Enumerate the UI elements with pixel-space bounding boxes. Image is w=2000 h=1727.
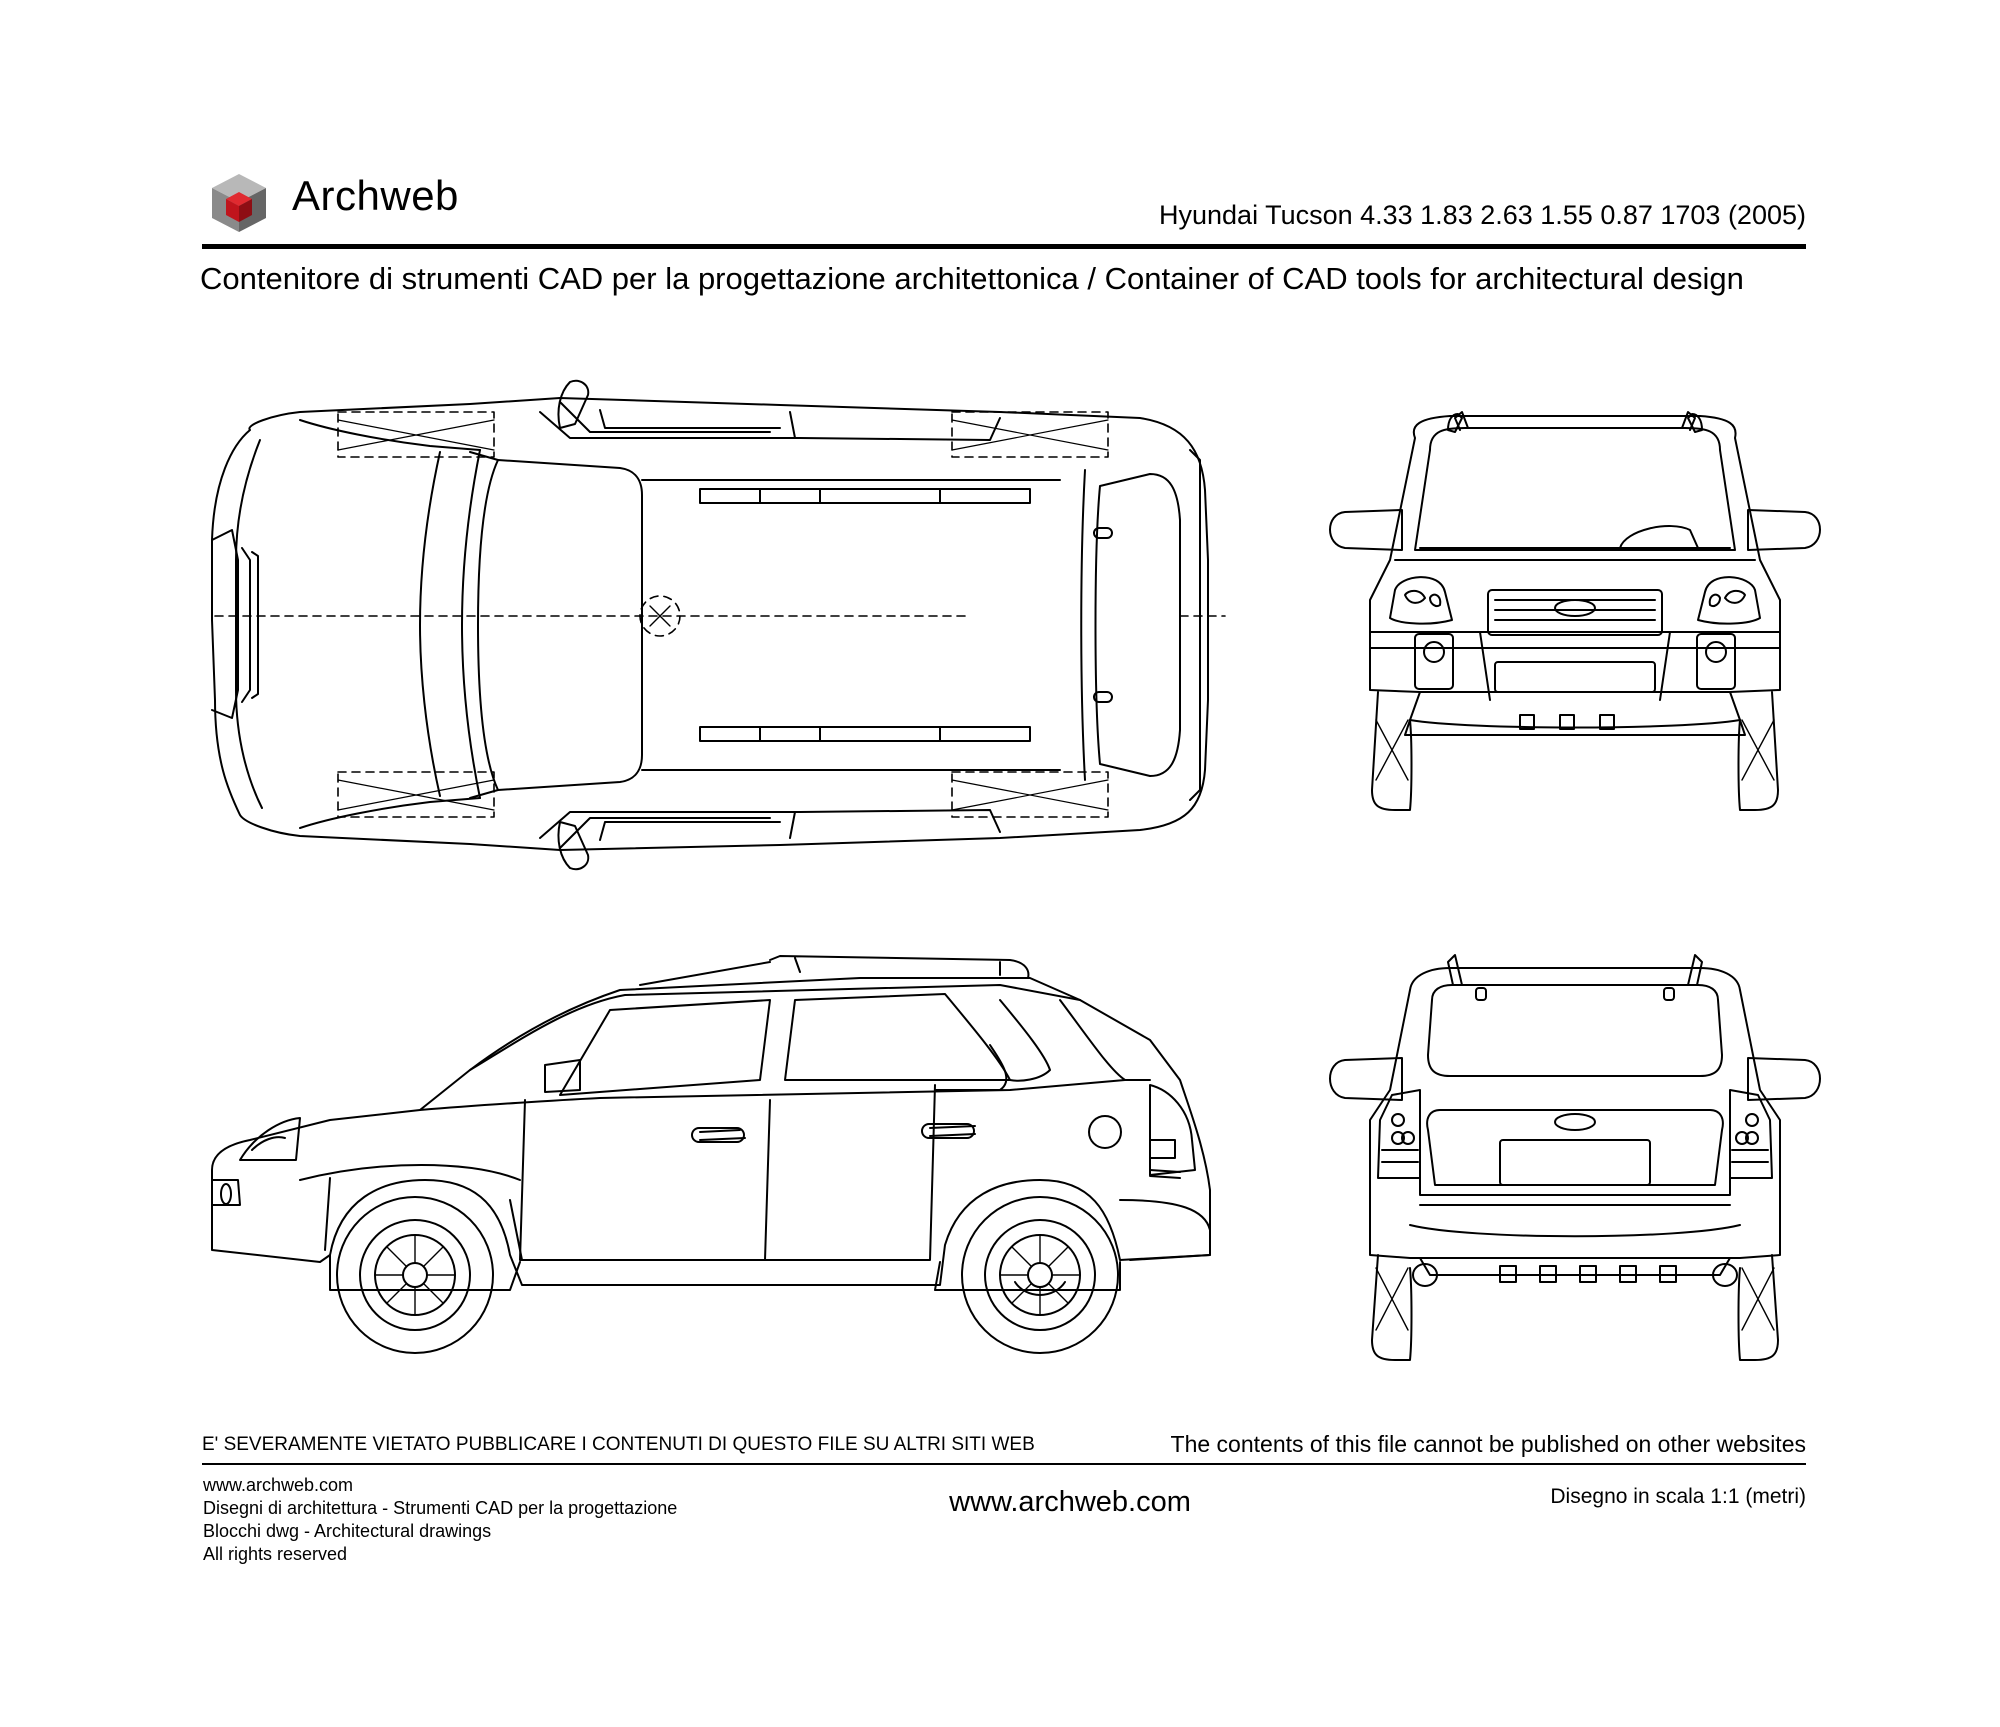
brand-name: Archweb bbox=[292, 172, 459, 219]
credits-block: www.archweb.com Disegni di architettura … bbox=[203, 1474, 677, 1566]
tagline: Contenitore di strumenti CAD per la prog… bbox=[200, 261, 1744, 296]
scale-note: Disegno in scala 1:1 (metri) bbox=[1550, 1485, 1806, 1508]
rear-view bbox=[1329, 954, 1821, 1361]
header-rule bbox=[202, 244, 1806, 249]
top-view bbox=[211, 379, 1226, 871]
credits-line-2: Disegni di architettura - Strumenti CAD … bbox=[203, 1498, 678, 1518]
front-view bbox=[1329, 411, 1821, 811]
model-title: Hyundai Tucson 4.33 1.83 2.63 1.55 0.87 … bbox=[1159, 200, 1806, 230]
archweb-logo-icon bbox=[212, 174, 266, 232]
footer-rule bbox=[202, 1463, 1806, 1465]
warning-italian: E' SEVERAMENTE VIETATO PUBBLICARE I CONT… bbox=[202, 1434, 1035, 1455]
credits-line-1: www.archweb.com bbox=[203, 1475, 354, 1495]
credits-line-3: Blocchi dwg - Architectural drawings bbox=[203, 1521, 492, 1541]
website-link[interactable]: www.archweb.com bbox=[949, 1486, 1191, 1518]
credits-line-4: All rights reserved bbox=[203, 1544, 348, 1564]
warning-english: The contents of this file cannot be publ… bbox=[1170, 1431, 1806, 1457]
side-view bbox=[211, 955, 1211, 1354]
